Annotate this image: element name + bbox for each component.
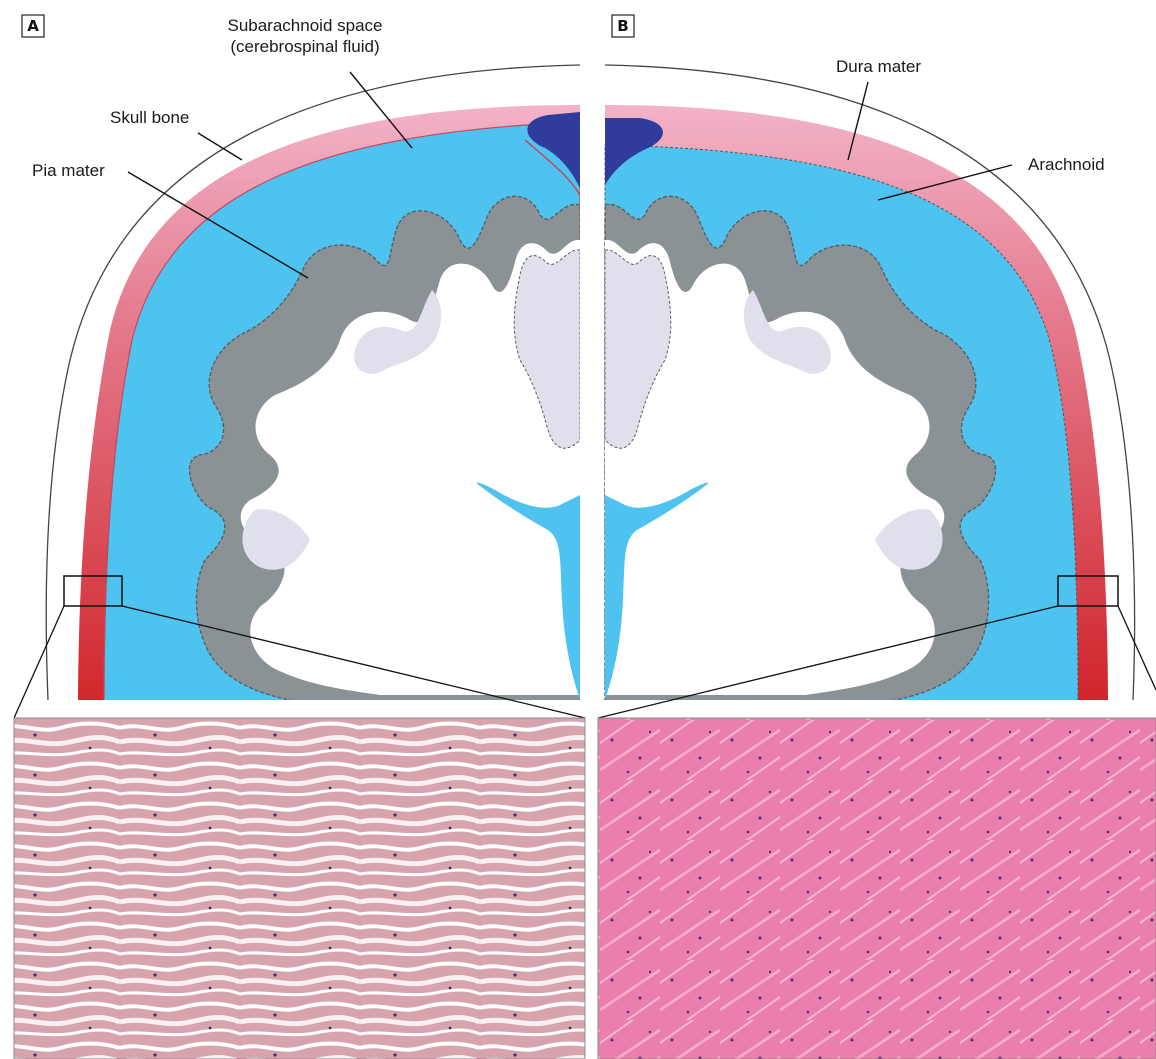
label-dura-mater: Dura mater bbox=[836, 57, 921, 76]
panel-label-b: B bbox=[612, 15, 634, 37]
panel-a-diagram bbox=[46, 65, 580, 710]
label-skull-bone: Skull bone bbox=[110, 108, 189, 127]
label-cerebrospinal-fluid: (cerebrospinal fluid) bbox=[230, 37, 379, 56]
label-arachnoid: Arachnoid bbox=[1028, 155, 1105, 174]
histology-image-b bbox=[598, 718, 1156, 1059]
label-pia-mater: Pia mater bbox=[32, 161, 105, 180]
panel-label-a: A bbox=[22, 15, 44, 37]
label-subarachnoid-space: Subarachnoid space bbox=[227, 16, 382, 35]
histology-image-a bbox=[14, 718, 585, 1059]
svg-text:B: B bbox=[617, 17, 628, 35]
svg-text:A: A bbox=[27, 17, 39, 35]
